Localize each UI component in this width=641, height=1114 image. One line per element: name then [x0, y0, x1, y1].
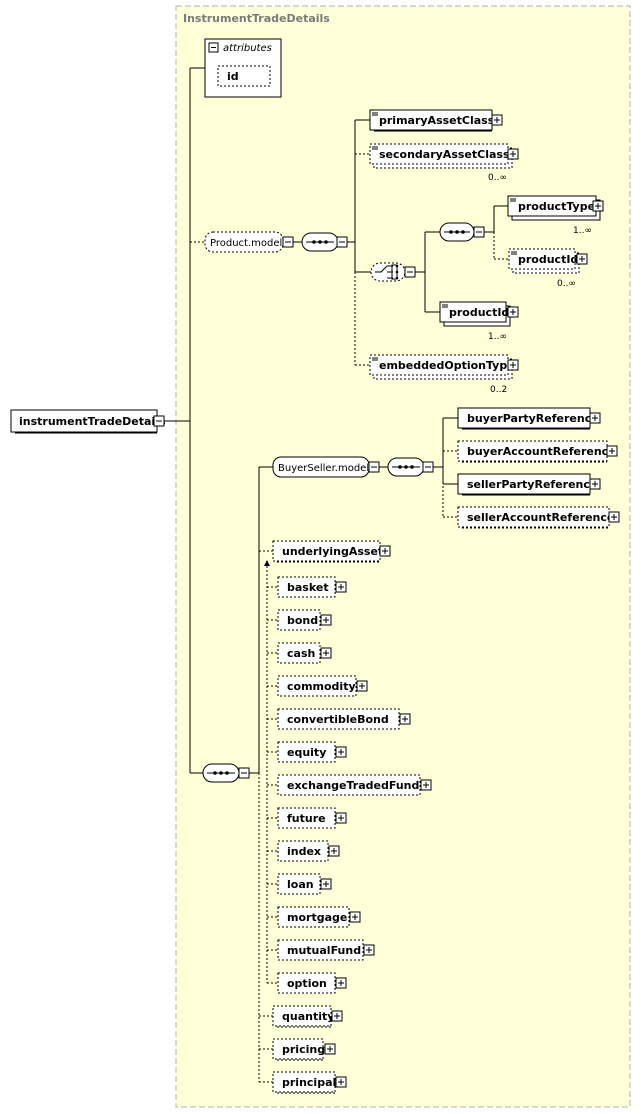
pricing-label: pricing [282, 1043, 325, 1056]
element-seller-party-reference[interactable]: sellerPartyReference [457, 473, 601, 496]
substitute-label: loan [287, 878, 314, 891]
substitute-label: option [287, 977, 327, 990]
element-box [277, 642, 321, 664]
quantity-label: quantity [282, 1010, 334, 1023]
buyer-seller-model-label: BuyerSeller.model [278, 463, 369, 474]
sequence-compositor [439, 222, 485, 242]
substitute-label: basket [287, 581, 329, 594]
occurs-label: 1..∞ [573, 226, 592, 236]
element-product-type[interactable]: productType 1..∞ [507, 195, 604, 236]
complex-type-title: InstrumentTradeDetails [183, 12, 330, 25]
substitute-label: convertibleBond [287, 713, 389, 726]
element-principal[interactable]: principal [272, 1071, 347, 1094]
occurs-label: 0..∞ [557, 279, 576, 289]
product-model-label: Product.model [210, 238, 282, 249]
root-element-label: instrumentTradeDetails [19, 415, 166, 428]
substitute-element[interactable]: bond [267, 609, 332, 631]
element-pricing[interactable]: pricing [272, 1038, 336, 1061]
substitute-element[interactable]: commodity [267, 675, 368, 697]
product-model-group[interactable]: Product.model [204, 231, 294, 253]
substitute-label: future [287, 812, 326, 825]
element-box [277, 972, 336, 994]
substitute-element[interactable]: future [267, 807, 347, 829]
substitute-label: mortgage [287, 911, 347, 924]
element-box [277, 774, 421, 796]
sequence-compositor [202, 763, 250, 783]
element-box [277, 708, 400, 730]
complex-type-frame [175, 5, 631, 1108]
occurs-label: 1..∞ [488, 332, 507, 342]
sequence-compositor [301, 232, 348, 252]
substitute-label: mutualFund [287, 944, 361, 957]
attribute-id[interactable] [217, 65, 271, 87]
sequence-compositor [387, 457, 434, 477]
embedded-option-type-label: embeddedOptionType [379, 359, 515, 372]
substitution-group-members: basket bond cash commodity convertibleBond eq… [267, 576, 432, 994]
substitute-element[interactable]: exchangeTradedFund [267, 774, 432, 796]
element-box [277, 906, 350, 928]
element-box [277, 873, 321, 895]
attribute-id-label: id [227, 70, 239, 83]
element-box [277, 741, 336, 763]
substitute-label: bond [287, 614, 318, 627]
buyer-account-reference-label: buyerAccountReference [467, 445, 616, 458]
occurs-label: 0..2 [490, 385, 507, 395]
element-underlying-asset[interactable]: underlyingAsset [272, 540, 391, 563]
element-box [277, 675, 357, 697]
substitute-label: cash [287, 647, 315, 660]
seller-account-reference-label: sellerAccountReference [467, 511, 614, 524]
underlying-asset-label: underlyingAsset [282, 545, 383, 558]
element-secondary-asset-class[interactable]: secondaryAssetClass 0..∞ [369, 143, 519, 183]
attributes-box: attributes id [204, 38, 282, 98]
product-id-label: productId [449, 306, 509, 319]
element-seller-account-reference[interactable]: sellerAccountReference [457, 506, 620, 529]
choice-compositor [370, 262, 416, 282]
secondary-asset-class-label: secondaryAssetClass [379, 148, 510, 161]
principal-label: principal [282, 1076, 336, 1089]
element-primary-asset-class[interactable]: primaryAssetClass [369, 109, 503, 132]
substitute-element[interactable]: index [267, 840, 340, 862]
substitute-label: commodity [287, 680, 356, 693]
substitute-element[interactable]: convertibleBond [267, 708, 411, 730]
element-quantity[interactable]: quantity [272, 1005, 343, 1028]
element-product-id[interactable]: productId 1..∞ [439, 301, 519, 342]
element-embedded-option-type[interactable]: embeddedOptionType 0..2 [369, 354, 519, 395]
element-box [277, 939, 364, 961]
product-id-inner-label: productId [518, 253, 578, 266]
substitute-element[interactable]: cash [267, 642, 332, 664]
element-buyer-party-reference[interactable]: buyerPartyReference [457, 407, 601, 430]
substitute-element[interactable]: mortgage [267, 906, 361, 928]
substitute-element[interactable]: option [267, 972, 347, 994]
root-element[interactable]: instrumentTradeDetails [10, 409, 166, 434]
substitute-element[interactable]: loan [267, 873, 332, 895]
element-buyer-account-reference[interactable]: buyerAccountReference [457, 440, 618, 463]
substitute-element[interactable]: equity [267, 741, 347, 763]
element-box [277, 576, 336, 598]
attributes-header: attributes [223, 43, 272, 54]
element-box [277, 840, 329, 862]
occurs-label: 0..∞ [488, 173, 507, 183]
element-box [277, 807, 336, 829]
buyer-seller-model-group[interactable]: BuyerSeller.model [272, 456, 380, 478]
buyer-party-reference-label: buyerPartyReference [467, 412, 599, 425]
substitute-element[interactable]: basket [267, 576, 347, 598]
substitute-label: index [287, 845, 321, 858]
seller-party-reference-label: sellerPartyReference [467, 478, 597, 491]
element-product-id-optional[interactable]: productId 0..∞ [508, 248, 588, 289]
substitute-label: equity [287, 746, 326, 759]
primary-asset-class-label: primaryAssetClass [379, 114, 495, 127]
substitute-label: exchangeTradedFund [287, 779, 419, 792]
substitute-element[interactable]: mutualFund [267, 939, 375, 961]
product-type-label: productType [518, 200, 595, 213]
element-box [277, 609, 321, 631]
